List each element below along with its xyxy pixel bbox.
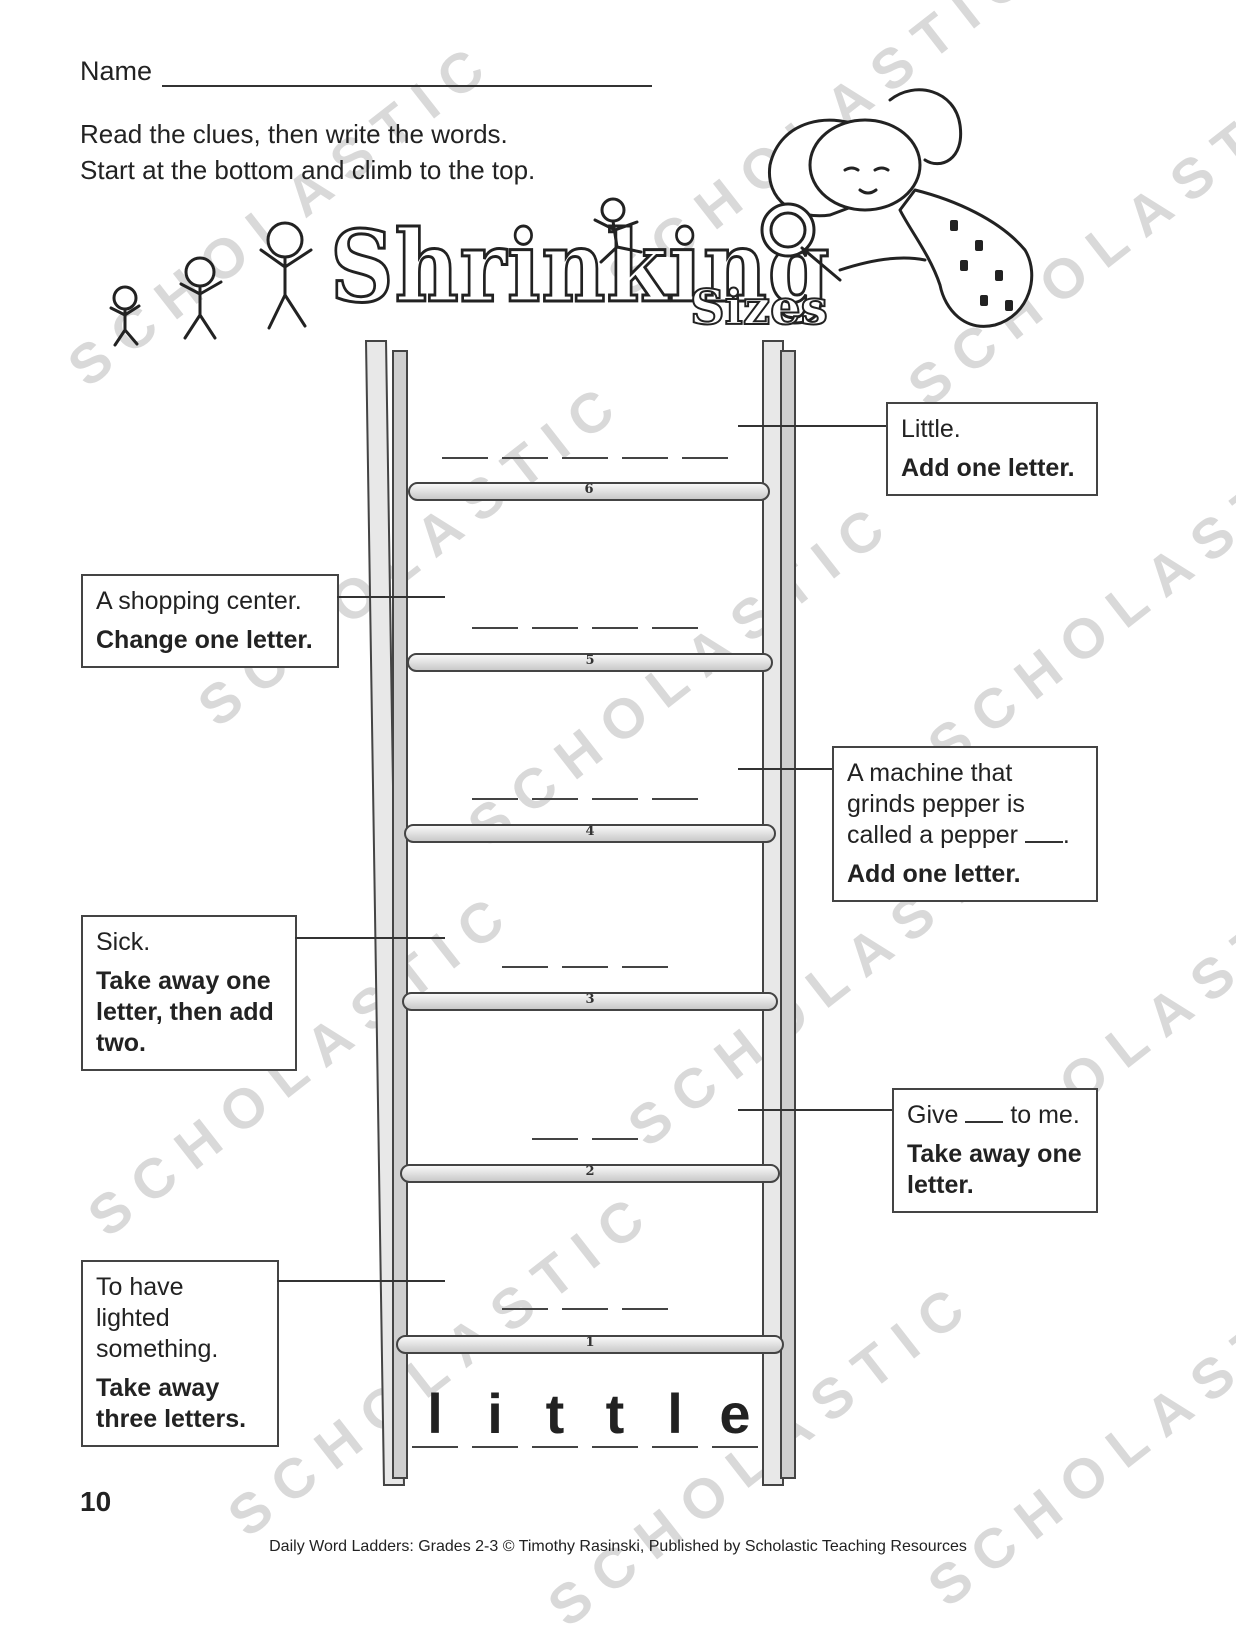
letter-blank[interactable] <box>472 626 518 629</box>
name-row: Name <box>80 56 653 87</box>
fill-blank <box>1024 823 1063 843</box>
ladder-rung: 1 <box>396 1335 784 1354</box>
letter-blank[interactable] <box>562 1307 608 1310</box>
letter-blank[interactable] <box>652 626 698 629</box>
clue-text: A machine that grinds pepper is called a… <box>847 758 1083 851</box>
letter-blank[interactable] <box>502 965 548 968</box>
clue-connector <box>277 1280 445 1282</box>
instructions: Read the clues, then write the words. St… <box>80 116 535 188</box>
clue-box-4: A machine that grinds pepper is called a… <box>832 746 1098 902</box>
letter-blank[interactable] <box>532 1137 578 1140</box>
name-label: Name <box>80 56 153 86</box>
start-letter: t <box>532 1382 578 1448</box>
ladder-left-rail-inner <box>392 350 408 1479</box>
letter-blank[interactable] <box>502 456 548 459</box>
letter-blank[interactable] <box>562 965 608 968</box>
letter-blank[interactable] <box>502 1307 548 1310</box>
answer-blanks[interactable] <box>405 626 765 629</box>
clue-instruction: Change one letter. <box>96 626 313 654</box>
clue-connector <box>738 1109 894 1111</box>
letter-blank[interactable] <box>682 456 728 459</box>
ladder-rung: 2 <box>400 1164 780 1183</box>
clue-box-6: Little. Add one letter. <box>886 402 1098 496</box>
rung-number: 6 <box>584 482 594 497</box>
letter-blank[interactable] <box>592 626 638 629</box>
instruction-line: Read the clues, then write the words. <box>80 119 508 149</box>
clue-connector <box>337 596 445 598</box>
answer-blanks[interactable] <box>405 456 765 459</box>
start-word: l i t t l e <box>405 1382 765 1448</box>
clue-box-1: To have lighted something. Take away thr… <box>81 1260 279 1447</box>
instruction-line: Start at the bottom and climb to the top… <box>80 155 536 185</box>
start-letter: e <box>712 1382 758 1448</box>
clue-text: Sick. <box>96 928 151 956</box>
answer-blanks[interactable] <box>405 965 765 968</box>
letter-blank[interactable] <box>472 797 518 800</box>
letter-blank[interactable] <box>622 1307 668 1310</box>
clue-instruction: Add one letter. <box>901 454 1075 482</box>
watermark: SCHOLASTIC <box>186 366 638 739</box>
clue-box-3: Sick. Take away one letter, then add two… <box>81 915 297 1071</box>
letter-blank[interactable] <box>592 797 638 800</box>
answer-blanks[interactable] <box>405 1307 765 1310</box>
clue-text: Little. <box>901 415 961 443</box>
page-number: 10 <box>80 1486 112 1517</box>
fill-blank <box>965 1103 1004 1123</box>
start-letter: l <box>412 1382 458 1448</box>
letter-blank[interactable] <box>652 797 698 800</box>
clue-instruction: Take away three letters. <box>96 1374 247 1433</box>
answer-blanks[interactable] <box>405 1137 765 1140</box>
letter-blank[interactable] <box>532 797 578 800</box>
start-letter: l <box>652 1382 698 1448</box>
clue-connector <box>295 937 445 939</box>
rung-number: 5 <box>585 653 595 668</box>
clue-connector <box>738 768 834 770</box>
letter-blank[interactable] <box>442 456 488 459</box>
clue-instruction: Take away one letter, then add two. <box>96 967 274 1057</box>
clue-connector <box>738 425 888 427</box>
clue-text-before: A machine that grinds pepper is called a… <box>847 759 1025 849</box>
clue-box-2: Give to me. Take away one letter. <box>892 1088 1098 1213</box>
title-sub: Sizes <box>689 279 829 337</box>
ladder-rung: 6 <box>408 482 770 501</box>
letter-blank[interactable] <box>562 456 608 459</box>
clue-text-before: Give <box>907 1101 959 1129</box>
jumping-kid-illustration <box>593 197 643 264</box>
letter-blank[interactable] <box>592 1137 638 1140</box>
clue-text: A shopping center. <box>96 587 302 615</box>
clue-box-5: A shopping center. Change one letter. <box>81 574 339 668</box>
ladder-rung: 4 <box>404 824 776 843</box>
clue-instruction: Add one letter. <box>847 860 1021 888</box>
answer-blanks[interactable] <box>405 797 765 800</box>
start-letter: t <box>592 1382 638 1448</box>
letter-blank[interactable] <box>532 626 578 629</box>
footer-credit: Daily Word Ladders: Grades 2-3 © Timothy… <box>269 1538 967 1555</box>
ladder-rung: 5 <box>407 653 773 672</box>
start-letter: i <box>472 1382 518 1448</box>
rung-number: 1 <box>585 1335 595 1350</box>
letter-blank[interactable] <box>622 965 668 968</box>
ladder-rung: 3 <box>402 992 778 1011</box>
rung-number: 3 <box>585 992 595 1007</box>
rung-number: 2 <box>585 1164 595 1179</box>
clue-instruction: Take away one letter. <box>907 1140 1082 1199</box>
clue-text: To have lighted something. <box>96 1273 219 1363</box>
name-line[interactable] <box>162 61 653 87</box>
clue-text: Give to me. <box>907 1100 1083 1131</box>
running-kids-illustration <box>109 221 313 347</box>
girl-magnifying-glass-illustration <box>760 88 1034 328</box>
letter-blank[interactable] <box>622 456 668 459</box>
title-main: Shrinking <box>329 209 831 327</box>
clue-text-after: to me. <box>1010 1101 1080 1129</box>
clue-text-after: . <box>1062 821 1070 849</box>
rung-number: 4 <box>585 824 595 839</box>
watermark: SCHOLASTIC <box>216 1176 668 1549</box>
ladder-right-rail-inner <box>780 350 796 1479</box>
